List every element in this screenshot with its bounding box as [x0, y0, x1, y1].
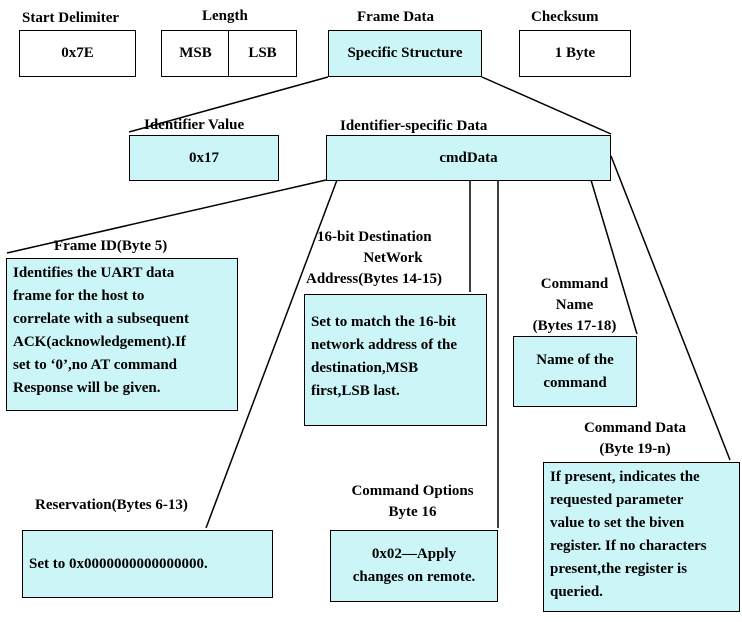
command-options-label-line: Command Options	[351, 483, 474, 499]
connector-frame-data-left	[128, 76, 329, 133]
command-data-line: queried.	[550, 584, 603, 600]
dest-address-label-line: 16-bit Destination	[317, 229, 432, 245]
dest-address-line: network address of the	[311, 337, 457, 353]
connector-frame-data-right	[481, 76, 612, 135]
command-name-line: Name of the	[536, 351, 614, 368]
reservation-box: Set to 0x0000000000000000.	[22, 530, 273, 598]
length-label: Length	[202, 8, 248, 24]
frame-id-box: Identifies the UART data frame for the h…	[6, 258, 238, 411]
frame-id-line: Identifies the UART data	[13, 265, 175, 281]
frame-data-label: Frame Data	[357, 9, 435, 25]
frame-id-line: ACK(acknowledgement).If	[13, 334, 186, 350]
command-name-label-line: Name	[555, 297, 594, 313]
command-options-box: 0x02—Apply changes on remote.	[330, 530, 498, 602]
cmddata-box: cmdData	[326, 135, 611, 181]
frame-id-line: frame for the host to	[13, 288, 145, 304]
dest-address-label: 16-bit Destination NetWork Address(Bytes…	[303, 227, 483, 290]
command-options-line: changes on remote.	[352, 569, 476, 585]
command-name-box: Name of the command	[513, 336, 637, 407]
connector-command-name	[590, 179, 638, 335]
frame-data-box: Specific Structure	[328, 30, 482, 77]
identifier-value-box: 0x17	[129, 135, 279, 181]
identifier-value-label: Identifier Value	[144, 117, 245, 133]
command-options-line: 0x02—Apply	[371, 546, 457, 562]
checksum-box: 1 Byte	[519, 30, 631, 77]
command-data-box: If present, indicates the requested para…	[543, 462, 740, 612]
reservation-value: Set to 0x0000000000000000.	[29, 555, 208, 572]
connector-command-data	[610, 155, 731, 461]
command-data-label-line: (Byte 19-n)	[599, 441, 671, 457]
dest-address-line: first,LSB last.	[311, 383, 400, 399]
connector-reservation	[205, 179, 338, 529]
connector-frame-id	[6, 179, 327, 254]
checksum-label: Checksum	[531, 9, 599, 25]
command-name-label: Command Name (Bytes 17-18)	[512, 274, 637, 337]
start-delimiter-box: 0x7E	[19, 30, 136, 77]
frame-id-label: Frame ID(Byte 5)	[54, 238, 168, 254]
command-data-line: If present, indicates the	[550, 469, 700, 485]
command-data-line: value to set the biven	[550, 515, 685, 531]
dest-address-box: Set to match the 16-bit network address …	[304, 294, 487, 426]
dest-address-line: Set to match the 16-bit	[311, 314, 456, 330]
frame-id-line: correlate with a subsequent	[13, 311, 189, 327]
identifier-data-label: Identifier-specific Data	[340, 118, 488, 134]
command-options-label: Command Options Byte 16	[325, 481, 500, 523]
frame-id-line: Response will be given.	[13, 380, 161, 396]
length-lsb-box: LSB	[228, 30, 297, 77]
dest-address-line: destination,MSB	[311, 360, 419, 376]
frame-id-line: set to ‘0’,no AT command	[13, 357, 178, 373]
command-options-label-line: Byte 16	[388, 504, 437, 520]
command-name-label-line: Command	[540, 276, 609, 292]
command-data-line: register. If no characters	[550, 538, 707, 554]
length-msb-box: MSB	[161, 30, 230, 77]
reservation-label: Reservation(Bytes 6-13)	[35, 497, 188, 513]
start-delimiter-label: Start Delimiter	[22, 10, 120, 26]
command-name-label-line: (Bytes 17-18)	[532, 318, 617, 334]
dest-address-label-line: Address(Bytes 14-15)	[306, 271, 442, 287]
command-data-line: requested parameter	[550, 492, 684, 508]
command-data-label: Command Data (Byte 19-n)	[570, 418, 700, 460]
command-data-line: present,the register is	[550, 561, 688, 577]
dest-address-label-line: NetWork	[363, 250, 423, 266]
command-data-label-line: Command Data	[583, 420, 687, 436]
command-name-line: command	[543, 374, 607, 391]
